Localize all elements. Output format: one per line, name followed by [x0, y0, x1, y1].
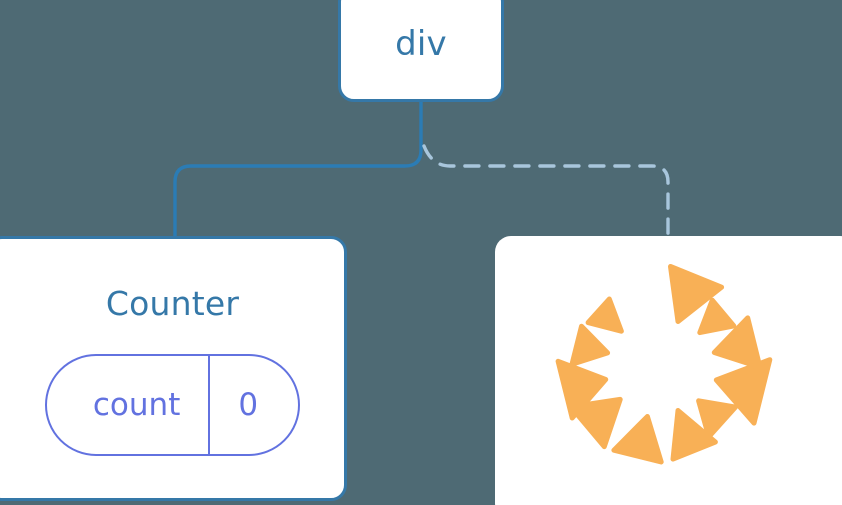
sparkle-ray-10	[585, 296, 624, 334]
state-key: count	[92, 386, 181, 423]
edge-div-to-sparkle	[422, 144, 670, 242]
node-sparkle[interactable]	[495, 236, 842, 505]
sparkle-ray-2	[711, 315, 763, 370]
node-div-label: div	[395, 24, 447, 64]
sparkle-ray-7	[568, 396, 623, 450]
sparkle-ray-4	[696, 398, 738, 440]
node-div[interactable]: div	[338, 0, 504, 102]
node-counter-label: Counter	[105, 284, 240, 323]
sparkle-burst-icon	[555, 264, 773, 465]
sparkle-ray-3	[713, 357, 773, 426]
state-pill[interactable]: count 0	[44, 354, 301, 456]
sparkle-ray-5	[670, 408, 718, 462]
sparkle-ray-6	[611, 414, 664, 465]
sparkle-ray-8	[555, 358, 609, 421]
edge-div-to-counter	[173, 99, 423, 242]
sparkle-ray-0	[668, 264, 725, 324]
sparkle-ray-9	[569, 323, 611, 367]
state-value: 0	[208, 356, 298, 454]
node-counter[interactable]: Counter count 0	[0, 236, 347, 501]
sparkle-ray-1	[697, 297, 737, 336]
